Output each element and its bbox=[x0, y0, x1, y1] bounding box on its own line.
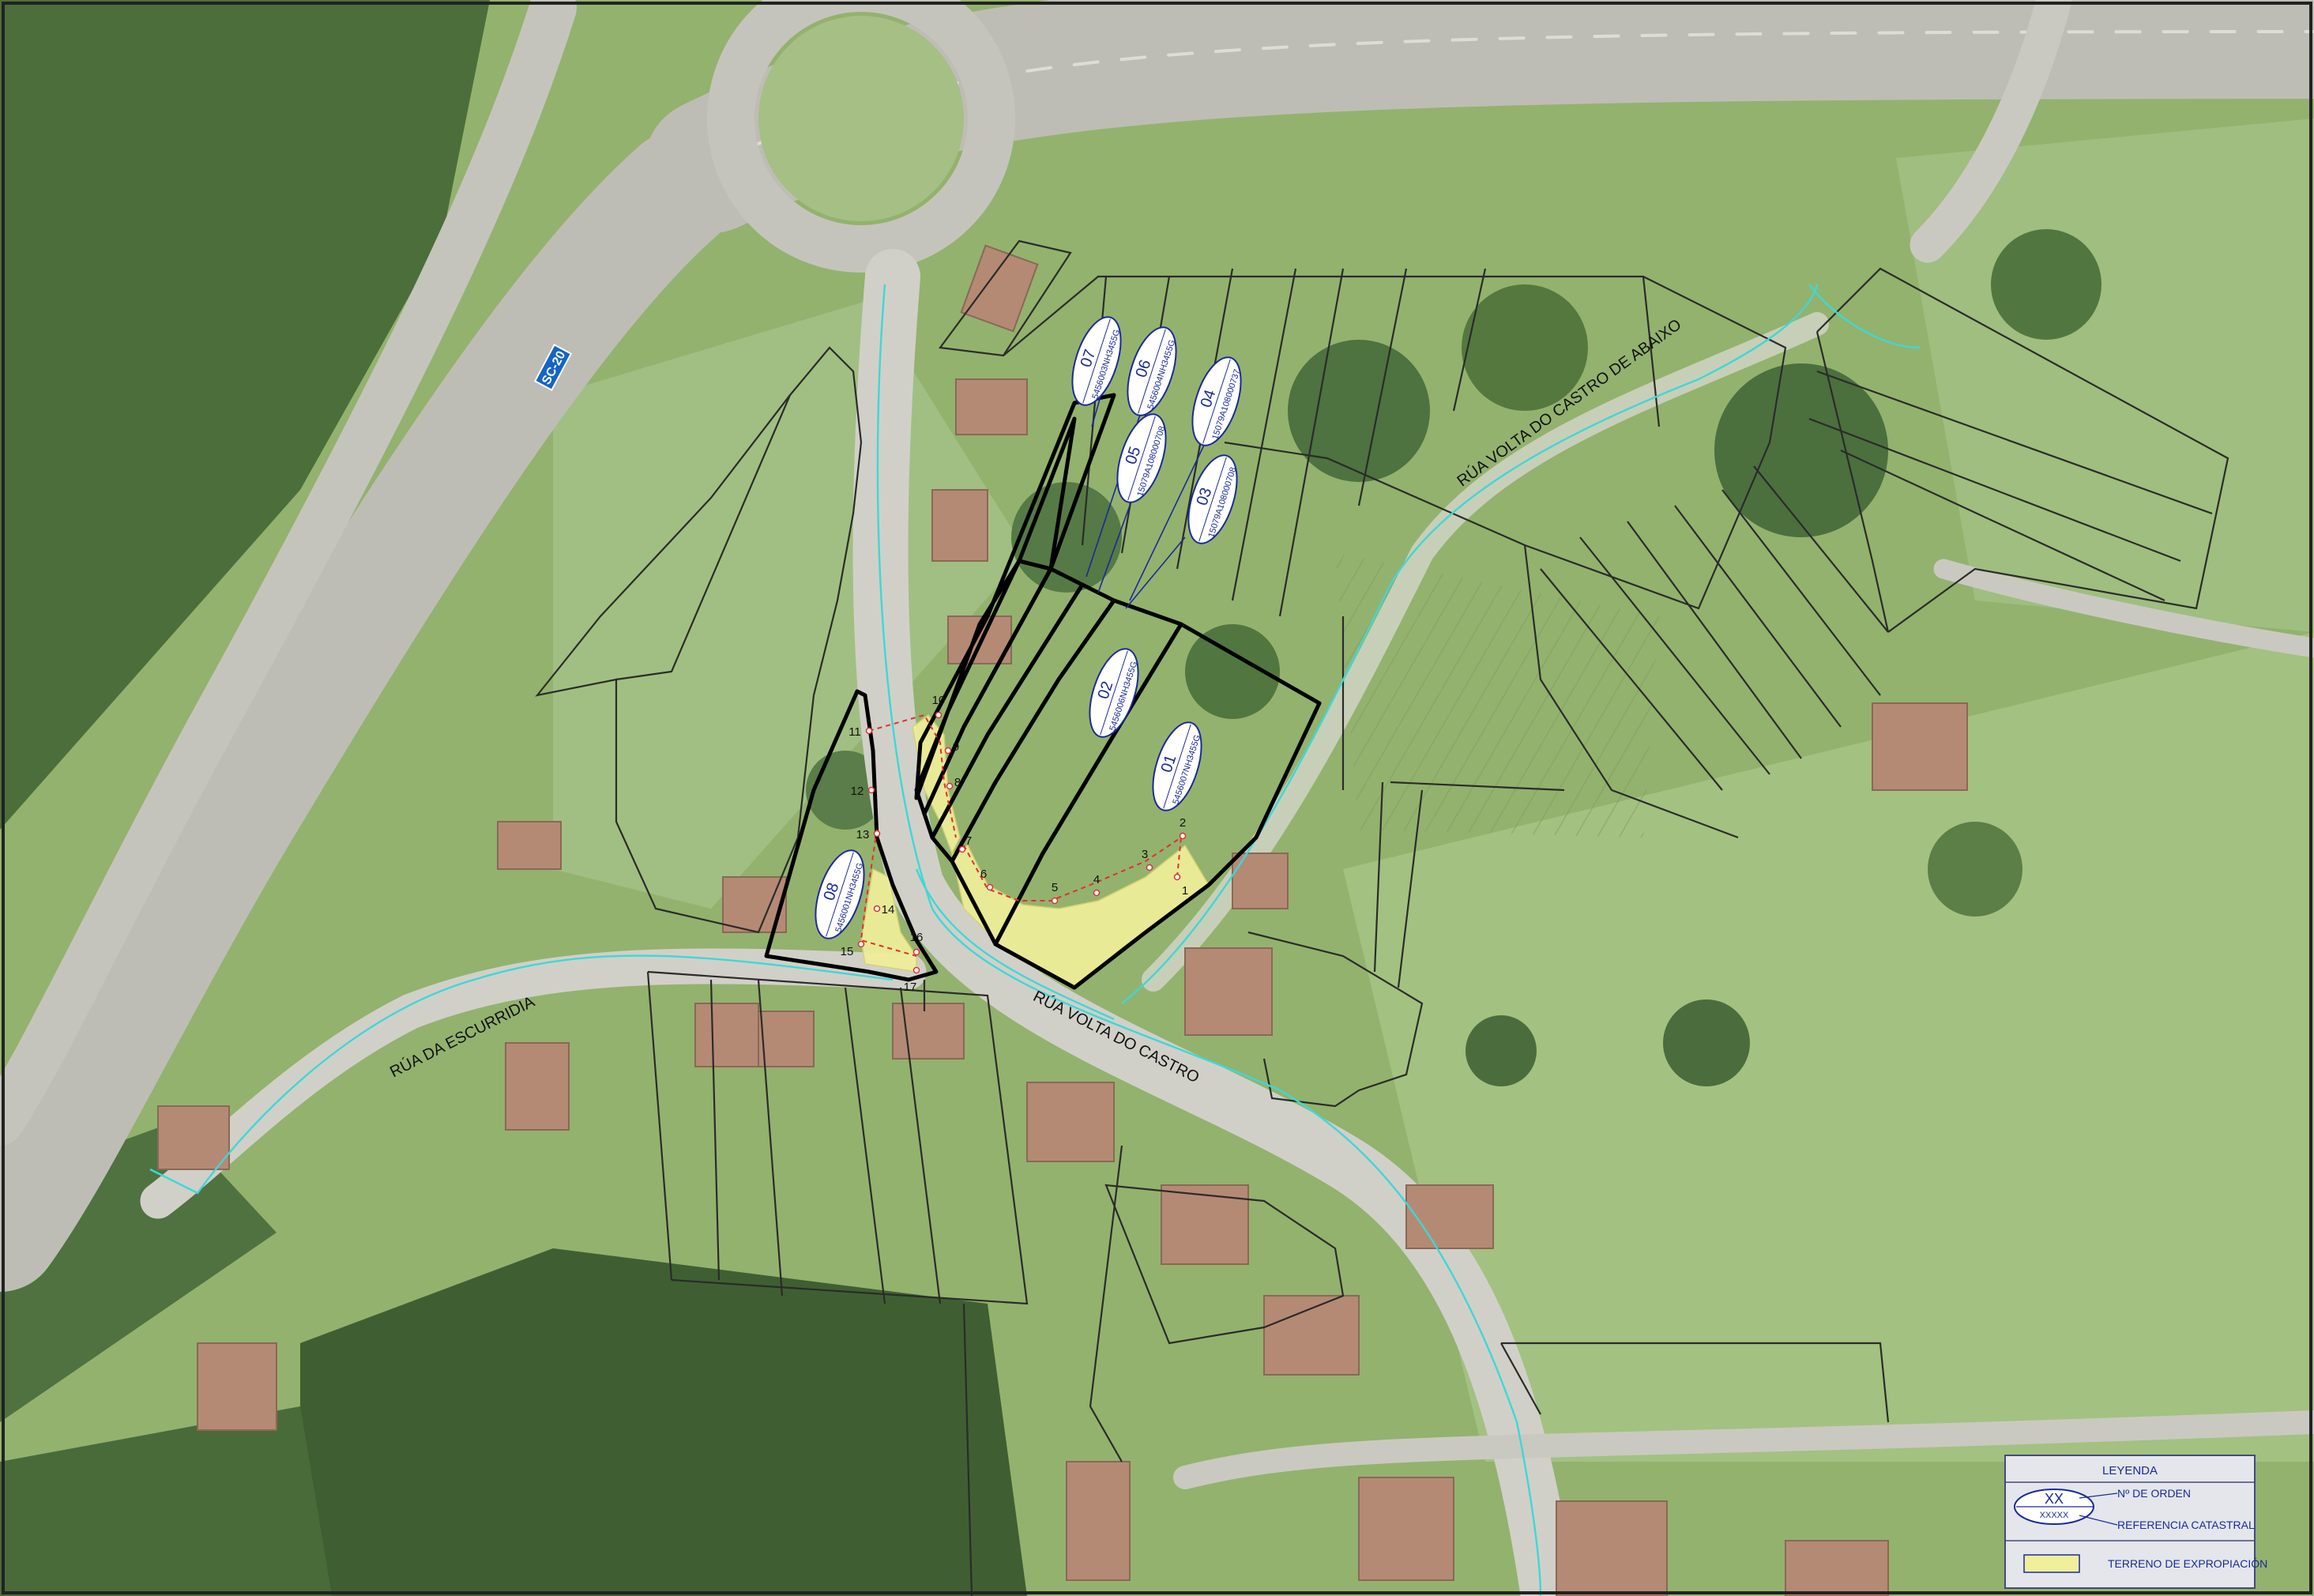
vertex-label-10: 10 bbox=[932, 694, 946, 707]
vertex-point-9 bbox=[944, 747, 952, 755]
vertex-label-4: 4 bbox=[1093, 873, 1100, 886]
parcel-label-divider-04 bbox=[1202, 359, 1231, 444]
vertex-point-12 bbox=[867, 786, 875, 794]
vertex-point-10 bbox=[935, 711, 943, 719]
parcel-08-outline bbox=[764, 689, 939, 982]
vertex-point-7 bbox=[958, 845, 966, 853]
vertex-label-8: 8 bbox=[954, 776, 961, 789]
parcel-label-divider-02 bbox=[1100, 650, 1128, 736]
vertex-label-1: 1 bbox=[1182, 884, 1188, 898]
cadastral-boundaries bbox=[535, 239, 2229, 1596]
vertex-point-15 bbox=[857, 940, 865, 948]
vertex-label-15: 15 bbox=[841, 945, 854, 958]
vertex-point-2 bbox=[1179, 832, 1187, 840]
vertex-point-5 bbox=[1051, 897, 1059, 905]
vertex-point-3 bbox=[1146, 864, 1153, 871]
vertex-point-17 bbox=[912, 966, 920, 974]
vertex-label-6: 6 bbox=[980, 868, 987, 881]
expropriation-boundary bbox=[860, 713, 1183, 957]
parcel-label-divider-01 bbox=[1163, 724, 1191, 809]
legend: LEYENDA XX XXXXX Nº DE ORDEN REFERENCIA … bbox=[2004, 1455, 2267, 1589]
vertex-point-11 bbox=[865, 727, 873, 735]
vertex-label-14: 14 bbox=[882, 903, 895, 917]
parcel-label-divider-08 bbox=[826, 852, 854, 937]
affected-parcels bbox=[764, 393, 1322, 990]
legend-title: LEYENDA bbox=[2102, 1464, 2158, 1477]
legend-orden-label: Nº DE ORDEN bbox=[2117, 1487, 2191, 1500]
vertex-label-9: 9 bbox=[953, 740, 959, 754]
legend-ref-label: REFERENCIA CATASTRAL bbox=[2117, 1519, 2255, 1531]
vertex-label-17: 17 bbox=[904, 981, 917, 994]
parcel-label-divider-07 bbox=[1082, 318, 1111, 404]
parcel-07-outline bbox=[914, 393, 1116, 800]
vertex-label-12: 12 bbox=[851, 785, 864, 798]
vertex-point-6 bbox=[986, 883, 994, 891]
legend-expropiacion-swatch bbox=[2023, 1554, 2080, 1573]
vertex-label-2: 2 bbox=[1180, 816, 1186, 830]
vertex-label-3: 3 bbox=[1142, 848, 1148, 861]
vertex-label-7: 7 bbox=[965, 834, 972, 848]
parcel-label-divider-05 bbox=[1127, 416, 1156, 501]
vertex-label-16: 16 bbox=[910, 931, 924, 944]
vertex-label-13: 13 bbox=[856, 828, 870, 841]
parcel-label-divider-03 bbox=[1198, 457, 1227, 542]
vertex-point-8 bbox=[946, 782, 954, 790]
street-axes bbox=[149, 284, 1921, 1596]
legend-expropiacion-label: TERRENO DE EXPROPIACIÓN bbox=[2108, 1557, 2267, 1570]
vertex-point-14 bbox=[873, 905, 881, 913]
vertex-point-1 bbox=[1173, 873, 1181, 881]
vertex-point-16 bbox=[912, 948, 920, 956]
parcel-label-divider-06 bbox=[1138, 329, 1166, 414]
vertex-point-13 bbox=[873, 830, 881, 838]
buildings bbox=[157, 244, 1968, 1596]
parcel-labels: 015456007NH3455G025456006NH3455G0315079A… bbox=[815, 316, 1242, 939]
vertex-label-11: 11 bbox=[848, 725, 861, 739]
legend-symbol-top: XX bbox=[2045, 1491, 2064, 1507]
legend-symbol-bottom: XXXXX bbox=[2040, 1511, 2069, 1520]
vertex-point-4 bbox=[1093, 889, 1101, 897]
vertex-label-5: 5 bbox=[1052, 881, 1058, 894]
